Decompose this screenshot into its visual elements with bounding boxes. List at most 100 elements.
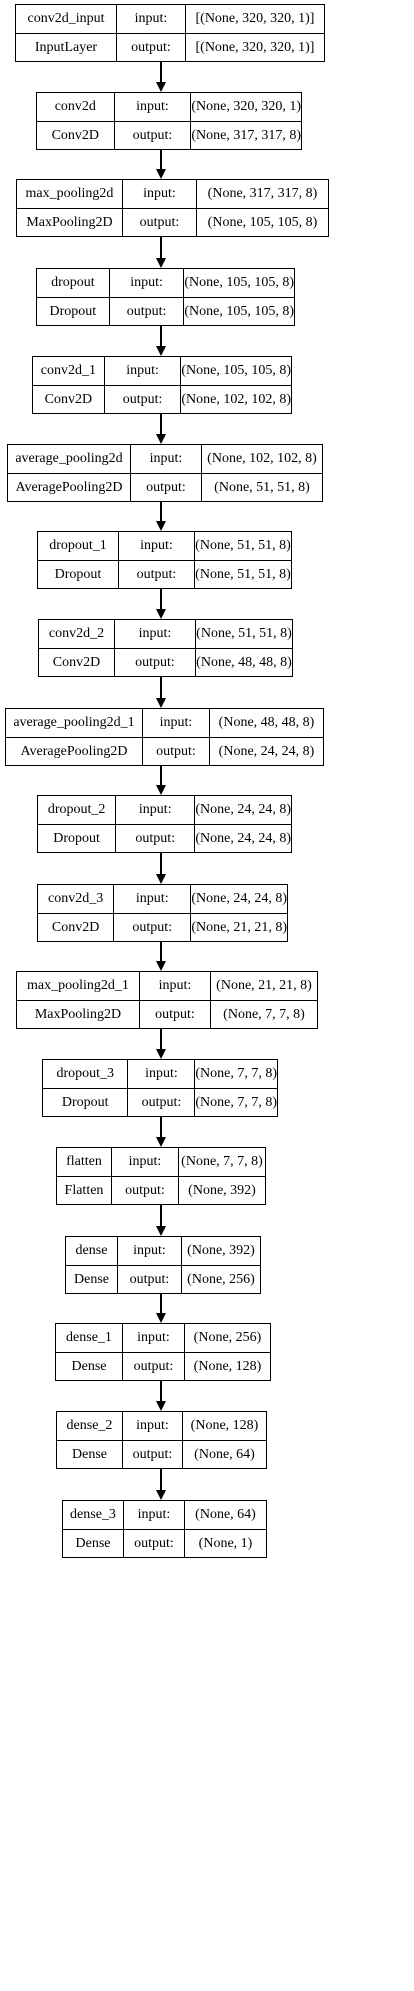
layer-name: conv2d_2 bbox=[39, 620, 115, 648]
edge-arrowhead-icon bbox=[156, 1049, 166, 1059]
input-label: input: bbox=[105, 357, 182, 385]
output-shape: (None, 392) bbox=[188, 1183, 256, 1198]
edge-arrow-line bbox=[160, 1205, 162, 1226]
layer-type: Conv2D bbox=[37, 122, 115, 150]
edge-arrowhead-icon bbox=[156, 346, 166, 356]
input-label: input: bbox=[117, 5, 186, 33]
output-shape: (None, 24, 24, 8) bbox=[218, 744, 315, 759]
output-shape: [(None, 320, 320, 1)] bbox=[195, 40, 315, 55]
output-label: output: bbox=[119, 561, 195, 589]
layer-name: conv2d bbox=[37, 93, 115, 121]
layer-type: Flatten bbox=[57, 1177, 112, 1205]
edge-arrow-line bbox=[160, 502, 162, 521]
output-label: output: bbox=[124, 1530, 185, 1558]
layer-type: Dropout bbox=[38, 561, 119, 589]
layer-name: dropout_3 bbox=[43, 1060, 129, 1088]
output-label: output: bbox=[123, 1353, 185, 1381]
edge-arrowhead-icon bbox=[156, 434, 166, 444]
edge-arrowhead-icon bbox=[156, 1490, 166, 1500]
input-shape: (None, 128) bbox=[190, 1418, 259, 1433]
input-label: input: bbox=[124, 1501, 185, 1529]
output-label: output: bbox=[140, 1001, 211, 1029]
output-shape: (None, 1) bbox=[198, 1536, 253, 1551]
input-label: input: bbox=[131, 445, 202, 473]
input-shape: (None, 21, 21, 8) bbox=[216, 978, 312, 993]
output-shape: (None, 64) bbox=[194, 1447, 255, 1462]
input-shape: (None, 392) bbox=[187, 1243, 255, 1258]
edge-arrow-line bbox=[160, 1381, 162, 1401]
output-label: output: bbox=[116, 825, 196, 853]
layer-type: Dense bbox=[66, 1266, 118, 1294]
output-label: output: bbox=[123, 209, 197, 237]
edge-arrowhead-icon bbox=[156, 1313, 166, 1323]
layer-name: max_pooling2d_1 bbox=[17, 972, 140, 1000]
input-shape: (None, 51, 51, 8) bbox=[195, 538, 291, 553]
input-label: input: bbox=[123, 1412, 183, 1440]
input-label: input: bbox=[140, 972, 211, 1000]
layer-type: Dense bbox=[63, 1530, 124, 1558]
layer-type: InputLayer bbox=[16, 34, 117, 62]
layer-type: MaxPooling2D bbox=[17, 209, 123, 237]
input-shape: (None, 24, 24, 8) bbox=[195, 802, 291, 817]
edge-arrow-line bbox=[160, 326, 162, 346]
layer-type: Dense bbox=[57, 1441, 123, 1469]
layer-type: Dense bbox=[56, 1353, 123, 1381]
output-label: output: bbox=[115, 122, 192, 150]
output-shape: (None, 256) bbox=[187, 1272, 255, 1287]
input-label: input: bbox=[112, 1148, 179, 1176]
input-label: input: bbox=[123, 1324, 185, 1352]
layer-name: dense bbox=[66, 1237, 118, 1265]
output-shape: (None, 7, 7, 8) bbox=[223, 1007, 305, 1022]
input-label: input: bbox=[110, 269, 185, 297]
output-label: output: bbox=[123, 1441, 183, 1469]
output-shape: (None, 24, 24, 8) bbox=[195, 831, 291, 846]
layer-name: dense_3 bbox=[63, 1501, 124, 1529]
layer-type: Dropout bbox=[38, 825, 117, 853]
output-label: output: bbox=[128, 1089, 196, 1117]
output-shape: (None, 48, 48, 8) bbox=[196, 655, 292, 670]
edge-arrow-line bbox=[160, 677, 162, 698]
edge-arrowhead-icon bbox=[156, 1137, 166, 1147]
layer-name: conv2d_3 bbox=[38, 885, 115, 913]
edge-arrow-line bbox=[160, 766, 162, 785]
layer-name: dense_2 bbox=[57, 1412, 123, 1440]
input-label: input: bbox=[116, 796, 196, 824]
layer-name: flatten bbox=[57, 1148, 112, 1176]
edge-arrowhead-icon bbox=[156, 169, 166, 179]
output-label: output: bbox=[112, 1177, 179, 1205]
layer-type: Dropout bbox=[43, 1089, 129, 1117]
edge-arrowhead-icon bbox=[156, 785, 166, 795]
input-shape: (None, 320, 320, 1) bbox=[191, 99, 301, 114]
layer-type: Conv2D bbox=[33, 386, 105, 414]
edge-arrow-line bbox=[160, 589, 162, 609]
input-shape: (None, 24, 24, 8) bbox=[191, 891, 287, 906]
edge-arrowhead-icon bbox=[156, 1226, 166, 1236]
input-shape: (None, 105, 105, 8) bbox=[184, 275, 294, 290]
